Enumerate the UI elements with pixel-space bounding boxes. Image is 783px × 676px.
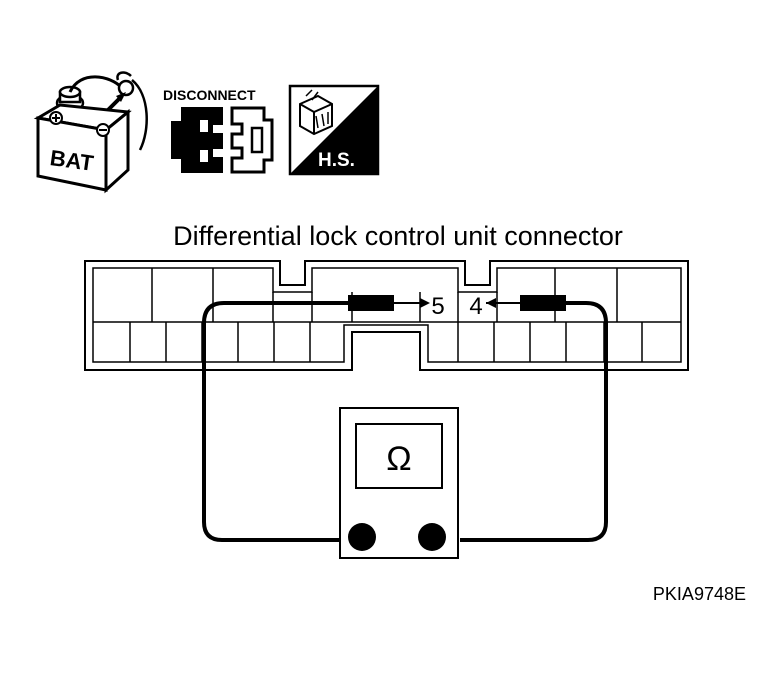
disconnect-label: DISCONNECT — [163, 87, 256, 103]
ohm-symbol: Ω — [386, 440, 411, 478]
pin-5-label: 5 — [431, 293, 444, 320]
battery-disconnect-icon: BAT — [33, 71, 148, 194]
lead-wire-right — [460, 301, 608, 542]
connector-title: Differential lock control unit connector — [173, 221, 623, 251]
pin-4-label: 4 — [469, 293, 482, 320]
lead-wire-left — [202, 301, 350, 542]
figure-code: PKIA9748E — [653, 584, 746, 604]
meter-terminal-left — [348, 523, 376, 551]
battery-label: BAT — [48, 145, 95, 176]
harness-side-icon: H.S. — [288, 84, 380, 176]
probe-right — [520, 295, 566, 311]
meter-terminal-right — [418, 523, 446, 551]
connector-disconnect-icon: DISCONNECT — [163, 87, 274, 174]
test-leads — [202, 295, 608, 542]
connector-face: 5 4 — [84, 260, 689, 371]
harness-side-label: H.S. — [318, 150, 355, 171]
probe-left — [348, 295, 394, 311]
ohmmeter: Ω — [339, 407, 459, 559]
